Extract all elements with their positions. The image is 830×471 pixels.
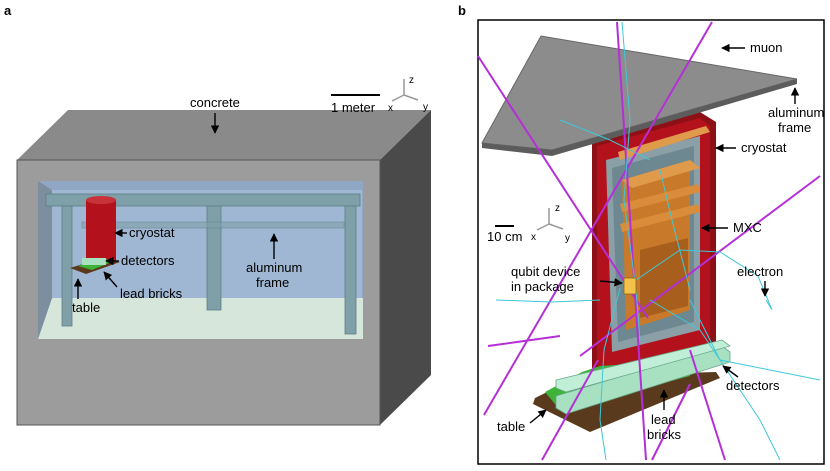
label-aluminum-a-1: aluminum <box>246 260 302 275</box>
panel-a: a <box>4 3 431 426</box>
cryostat-a <box>86 196 116 262</box>
concrete-side <box>380 110 431 425</box>
detectors-a <box>82 258 106 265</box>
axis-x-b: x <box>531 232 536 243</box>
label-lead-b-1: lead <box>651 412 676 427</box>
label-aluminum-b-1: aluminum <box>768 105 824 120</box>
label-lead-bricks-a: lead bricks <box>120 286 183 301</box>
label-table-b: table <box>497 419 525 434</box>
axis-y-a: y <box>423 102 428 113</box>
cryostat-b <box>592 112 716 378</box>
label-aluminum-a-2: frame <box>256 275 289 290</box>
electron-tracks <box>495 21 821 461</box>
label-electron: electron <box>737 264 783 279</box>
scale-text-b: 10 cm <box>487 229 522 244</box>
arrow-detectors-b <box>722 365 739 378</box>
panel-b: b <box>458 3 825 465</box>
axes-a <box>391 79 419 102</box>
label-muon: muon <box>750 40 783 55</box>
qubit-package <box>623 277 637 295</box>
arrow-qubit <box>599 278 623 287</box>
label-cryostat-a: cryostat <box>129 225 175 240</box>
muon-tracks <box>477 21 821 461</box>
label-cryostat-b: cryostat <box>741 140 787 155</box>
scale-text-a: 1 meter <box>331 100 376 115</box>
label-qubit-2: in package <box>511 279 574 294</box>
label-concrete: concrete <box>190 95 240 110</box>
aluminum-plate-edge-b <box>482 79 797 156</box>
axes-b <box>536 208 564 231</box>
axis-z-a: z <box>409 75 414 86</box>
label-qubit-1: qubit device <box>511 264 580 279</box>
arrow-table-b <box>529 409 547 424</box>
concrete-top <box>17 110 431 160</box>
axis-x-a: x <box>388 103 393 114</box>
interior-left-wall <box>38 181 52 339</box>
label-table-a: table <box>72 300 100 315</box>
panel-b-letter: b <box>458 3 466 18</box>
aluminum-frame-a <box>45 193 361 335</box>
label-aluminum-b-2: frame <box>778 120 811 135</box>
label-mxc: MXC <box>733 220 762 235</box>
label-detectors-a: detectors <box>121 253 175 268</box>
axis-y-b: y <box>565 233 570 244</box>
detector-bar-b-2 <box>555 339 731 393</box>
label-detectors-b: detectors <box>726 378 780 393</box>
axis-z-b: z <box>555 203 560 214</box>
panel-a-letter: a <box>4 3 12 18</box>
interior-floor <box>38 298 363 339</box>
label-lead-b-2: bricks <box>647 427 681 442</box>
arrow-lead-bricks-a <box>103 271 118 288</box>
